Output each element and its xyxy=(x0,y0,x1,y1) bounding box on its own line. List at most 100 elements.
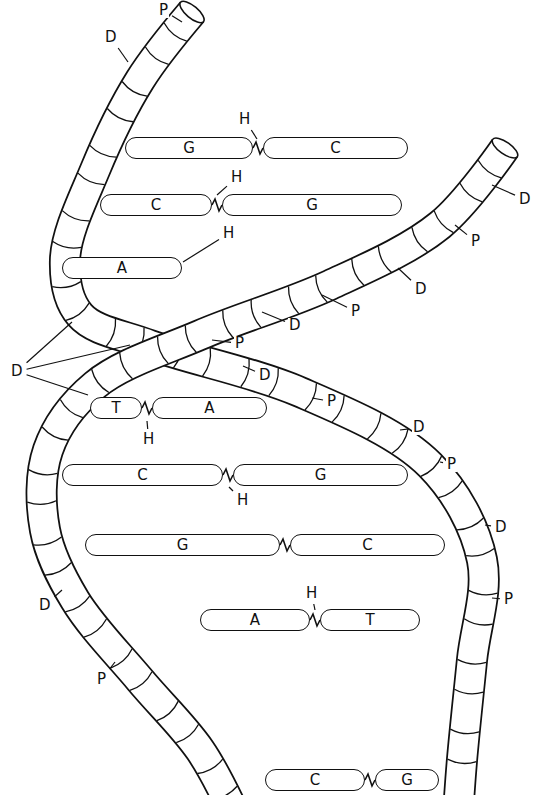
sugar-phosphate-divider xyxy=(316,276,328,303)
base-bar: C xyxy=(290,534,445,556)
leader-line xyxy=(440,461,443,463)
sugar-phosphate-divider xyxy=(251,300,261,327)
sugar-phosphate-divider xyxy=(457,518,483,530)
part-label: D xyxy=(412,420,426,435)
part-label: P xyxy=(503,592,514,607)
sugar-phosphate-divider xyxy=(120,353,133,379)
base-letter: T xyxy=(365,613,374,628)
sugar-phosphate-divider xyxy=(145,47,168,64)
leader-line xyxy=(146,421,148,429)
base-letter: G xyxy=(183,141,195,156)
base-bar: C xyxy=(265,769,365,791)
sugar-phosphate-divider xyxy=(78,173,105,184)
sugar-phosphate-divider xyxy=(66,303,89,320)
sugar-phosphate-divider xyxy=(223,310,233,337)
sugar-phosphate-divider xyxy=(197,759,222,773)
base-bar: A xyxy=(200,609,310,631)
sugar-phosphate-divider xyxy=(289,286,299,313)
sugar-phosphate-divider xyxy=(34,537,62,545)
sugar-phosphate-divider xyxy=(62,211,89,221)
sugar-phosphate-divider xyxy=(378,246,391,272)
sugar-phosphate-divider xyxy=(60,399,83,417)
sugar-phosphate-divider xyxy=(439,481,463,498)
leader-line xyxy=(398,268,411,280)
leader-line xyxy=(110,662,115,669)
base-bar: C xyxy=(263,137,408,159)
sugar-phosphate-divider xyxy=(90,145,117,157)
part-label: D xyxy=(104,30,118,45)
leader-line xyxy=(492,597,500,599)
base-bar: G xyxy=(85,534,280,556)
leader-line xyxy=(217,186,227,195)
base-bar: G xyxy=(125,137,253,159)
sugar-phosphate-divider xyxy=(65,596,89,612)
sugar-phosphate-divider xyxy=(211,786,237,795)
sugar-phosphate-divider xyxy=(466,549,494,557)
sugar-phosphate-divider xyxy=(110,649,132,668)
sugar-phosphate-divider xyxy=(448,759,477,763)
leader-line xyxy=(492,185,515,195)
part-label: D xyxy=(288,318,302,333)
leader-line xyxy=(251,130,257,139)
sugar-phosphate-divider xyxy=(176,724,198,742)
base-letter: G xyxy=(401,773,413,788)
part-label: P xyxy=(446,457,457,472)
leader-line xyxy=(485,524,491,526)
leader-line xyxy=(243,366,255,371)
sugar-phosphate-divider xyxy=(53,241,81,248)
sugar-phosphate-divider xyxy=(185,325,196,352)
part-label: D xyxy=(258,368,272,383)
sugar-phosphate-divider xyxy=(412,227,428,251)
hydrogen-bond xyxy=(212,199,222,211)
base-bar: G xyxy=(375,769,439,791)
base-bar: T xyxy=(90,397,142,419)
base-bar: G xyxy=(233,464,408,486)
sugar-phosphate-divider xyxy=(29,470,58,475)
sugar-phosphate-divider xyxy=(84,619,107,637)
base-letter: C xyxy=(310,773,320,788)
hydrogen-bond xyxy=(280,539,290,551)
strand-end xyxy=(489,134,520,161)
part-label: D xyxy=(518,192,532,207)
part-label: H xyxy=(238,112,251,127)
part-label: H xyxy=(230,170,243,185)
sugar-phosphate-divider xyxy=(122,81,147,96)
leader-line xyxy=(322,295,347,307)
leader-line xyxy=(314,604,315,610)
leader-line xyxy=(55,590,62,597)
hydrogen-bond xyxy=(310,614,320,626)
leader-line xyxy=(212,340,231,342)
sugar-phosphate-divider xyxy=(130,672,152,691)
base-letter: C xyxy=(151,198,161,213)
leader-line xyxy=(118,48,128,62)
dna-strand xyxy=(27,134,520,795)
base-bar: G xyxy=(222,194,402,216)
sugar-phosphate-divider xyxy=(421,456,442,476)
part-label: D xyxy=(38,598,52,613)
sugar-phosphate-divider xyxy=(478,160,501,177)
strand-fill xyxy=(42,148,505,795)
part-label: P xyxy=(350,304,361,319)
sugar-phosphate-divider xyxy=(454,689,483,694)
sugar-phosphate-divider xyxy=(107,109,133,122)
leader-line xyxy=(312,398,323,400)
leader-line xyxy=(27,322,72,363)
hydrogen-bond xyxy=(223,469,233,481)
base-bar: A xyxy=(152,397,267,419)
sugar-phosphate-divider xyxy=(158,336,169,363)
sugar-phosphate-divider xyxy=(45,563,71,575)
leader-line xyxy=(262,312,285,321)
hydrogen-bond xyxy=(253,142,263,154)
strand-end xyxy=(177,0,208,26)
sugar-phosphate-divider xyxy=(106,319,115,347)
base-letter: C xyxy=(330,141,340,156)
sugar-phosphate-divider xyxy=(305,383,316,410)
base-letter: A xyxy=(204,401,214,416)
sugar-phosphate-divider xyxy=(42,427,68,440)
base-letter: C xyxy=(137,468,147,483)
